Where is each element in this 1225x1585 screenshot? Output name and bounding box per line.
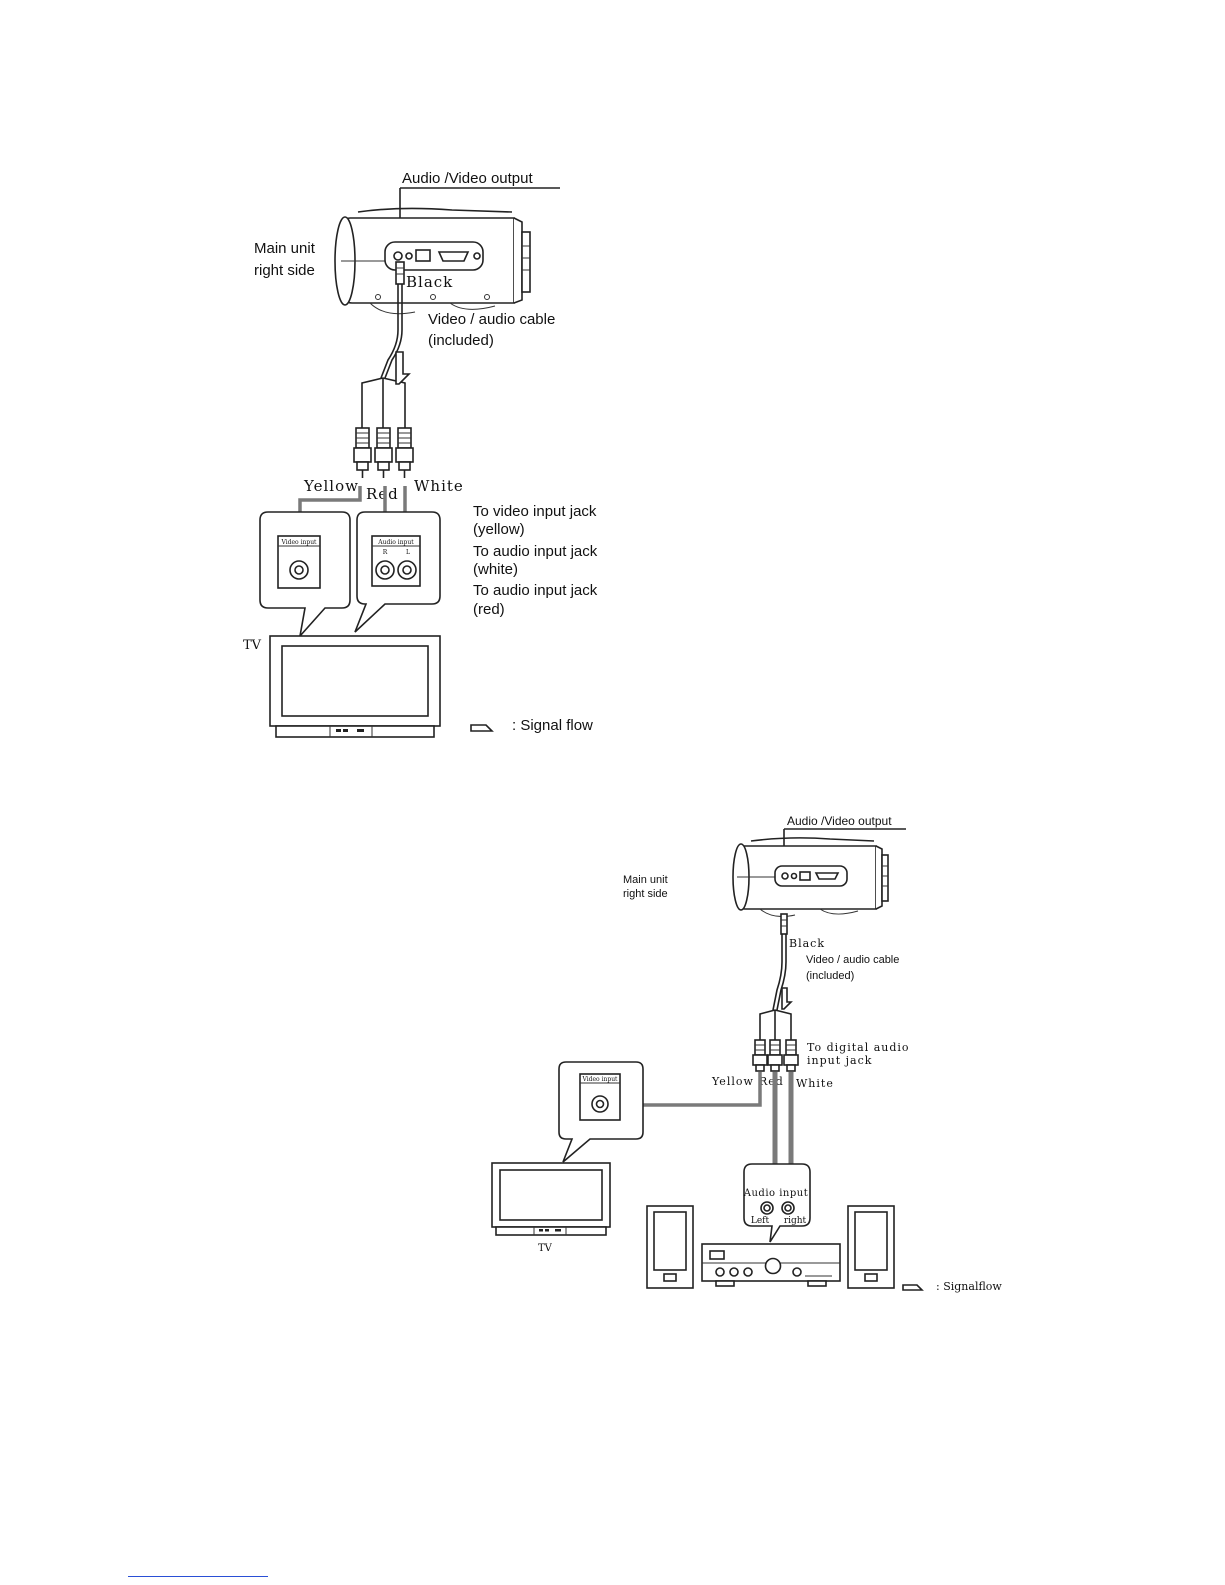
rca-plug-yellow bbox=[353, 427, 372, 478]
main-unit-label-2-line1: Main unit bbox=[623, 874, 668, 886]
video-input-jack-label: Video input bbox=[281, 539, 318, 546]
audio-left-label: Left bbox=[751, 1216, 770, 1226]
footer-link-underline[interactable] bbox=[128, 1576, 268, 1577]
signal-flow-arrow bbox=[395, 351, 411, 385]
amplifier-icon bbox=[701, 1243, 841, 1287]
camcorder-icon-2 bbox=[732, 837, 889, 917]
av-cable-2 bbox=[759, 913, 792, 1040]
audio-input-callout: Audio input R L bbox=[354, 511, 441, 633]
av-cable bbox=[361, 284, 406, 428]
audio-input-jack-label: Audio input bbox=[377, 539, 414, 546]
signal-flow-legend-label-2: : Signalflow bbox=[936, 1280, 1002, 1293]
to-video-jack-line2: (yellow) bbox=[473, 521, 525, 538]
signal-flow-legend: : Signal flow bbox=[470, 717, 593, 734]
video-input-jack-label-2: Video input bbox=[582, 1076, 619, 1083]
signal-flow-legend-icon-2 bbox=[902, 1284, 924, 1291]
digital-audio-label-line1: To digital audio bbox=[807, 1041, 910, 1054]
rca-plug-red-2 bbox=[767, 1039, 783, 1072]
cable-label-line1: Video / audio cable bbox=[428, 311, 555, 328]
to-audio-red-line1: To audio input jack bbox=[473, 582, 598, 599]
diagram-stereo-connection: Audio /Video output Main unit right side bbox=[491, 814, 1002, 1293]
signal-flow-legend-icon bbox=[470, 724, 494, 732]
right-speaker-icon bbox=[847, 1205, 895, 1289]
video-input-callout-2: Video input bbox=[558, 1061, 644, 1163]
main-unit-label-2-line2: right side bbox=[623, 888, 668, 900]
diagram-tv-connection: Audio /Video output Main unit bbox=[243, 170, 598, 738]
white-label-2: White bbox=[796, 1077, 834, 1090]
tv-icon-2 bbox=[491, 1162, 611, 1236]
rca-plug-white-2 bbox=[783, 1039, 799, 1072]
cable-label-2-line2: (included) bbox=[806, 970, 854, 982]
av-plug bbox=[395, 261, 405, 285]
signal-flow-legend-2: : Signalflow bbox=[902, 1280, 1002, 1293]
yellow-label: Yellow bbox=[303, 477, 359, 495]
audio-input-callout-2: Audio input Left right bbox=[743, 1163, 811, 1243]
tv-label: TV bbox=[243, 638, 262, 653]
white-label: White bbox=[414, 477, 464, 495]
audio-input-jack-label-2: Audio input bbox=[743, 1188, 808, 1199]
video-input-callout: Video input bbox=[259, 511, 351, 639]
audio-l-label: L bbox=[406, 549, 410, 556]
tv-icon bbox=[269, 635, 441, 738]
signal-flow-legend-label: : Signal flow bbox=[512, 717, 593, 734]
av-output-label: Audio /Video output bbox=[402, 170, 533, 187]
signal-flow-arrow-2 bbox=[781, 987, 793, 1010]
yellow-label-2: Yellow bbox=[711, 1075, 754, 1088]
cable-label-2-line1: Video / audio cable bbox=[806, 954, 899, 966]
to-video-jack-line1: To video input jack bbox=[473, 503, 597, 520]
camcorder-icon bbox=[334, 207, 531, 315]
tv-label-2: TV bbox=[538, 1243, 553, 1254]
rca-plug-white bbox=[395, 427, 414, 478]
rca-plug-red bbox=[374, 427, 393, 478]
to-audio-red-line2: (red) bbox=[473, 601, 505, 618]
audio-r-label: R bbox=[383, 549, 388, 556]
audio-right-label: right bbox=[784, 1216, 807, 1226]
main-unit-label-line2: right side bbox=[254, 262, 315, 279]
red-label-2: Red bbox=[759, 1075, 784, 1088]
black-label-2: Black bbox=[789, 937, 825, 950]
rca-plugs bbox=[353, 427, 414, 478]
main-unit-label-line1: Main unit bbox=[254, 240, 316, 257]
rca-plugs-2 bbox=[752, 1039, 799, 1072]
digital-audio-label-line2: input jack bbox=[807, 1054, 872, 1067]
red-label: Red bbox=[366, 485, 399, 503]
to-audio-white-line1: To audio input jack bbox=[473, 543, 598, 560]
to-audio-white-line2: (white) bbox=[473, 561, 518, 578]
left-speaker-icon bbox=[646, 1205, 694, 1289]
av-output-label-2: Audio /Video output bbox=[787, 814, 892, 828]
black-label: Black bbox=[406, 273, 453, 291]
cable-label-line2: (included) bbox=[428, 332, 494, 349]
rca-plug-yellow-2 bbox=[752, 1039, 768, 1072]
